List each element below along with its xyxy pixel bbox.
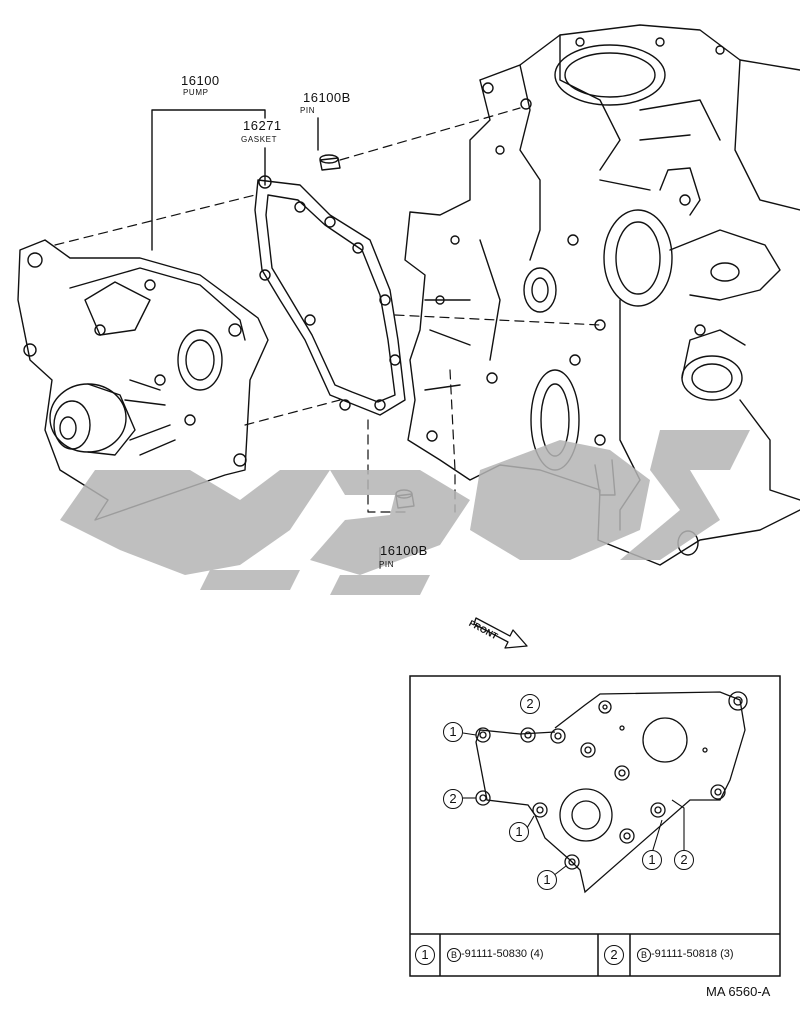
inset-marker: 2	[674, 850, 694, 870]
pin-top-part-name: PIN	[300, 106, 316, 115]
legend-bolt-icon-2: B	[637, 948, 651, 962]
pump-gasket	[254, 175, 406, 416]
legend-marker-1: 1	[415, 945, 435, 965]
inset-marker: 2	[443, 789, 463, 809]
legend-marker-2: 2	[604, 945, 624, 965]
pin-top	[319, 154, 341, 171]
gasket-part-name: GASKET	[241, 135, 278, 144]
pin-bottom-part-number: 16100B	[380, 543, 428, 558]
diagram-code: MA 6560-A	[706, 984, 771, 999]
inset-marker: 2	[520, 694, 540, 714]
watermark-shapes	[60, 430, 750, 595]
pump-leader	[151, 109, 266, 251]
pin-bottom-part-name: PIN	[379, 560, 395, 569]
legend-bolt-1: -91111-50830 (4)	[461, 948, 544, 960]
inset-marker: 1	[509, 822, 529, 842]
pump-part-name: PUMP	[183, 88, 209, 97]
inset-marker: 1	[537, 870, 557, 890]
inset-marker: 1	[443, 722, 463, 742]
pin-top-part-number: 16100B	[303, 90, 351, 105]
water-pump	[17, 239, 269, 521]
gasket-part-number: 16271	[243, 118, 282, 133]
inset-marker: 1	[642, 850, 662, 870]
front-arrow	[473, 617, 528, 649]
bolt-inset	[409, 675, 781, 977]
legend-bolt-2: -91111-50818 (3)	[651, 948, 734, 960]
legend-bolt-icon-1: B	[447, 948, 461, 962]
pump-part-number: 16100	[181, 73, 220, 88]
